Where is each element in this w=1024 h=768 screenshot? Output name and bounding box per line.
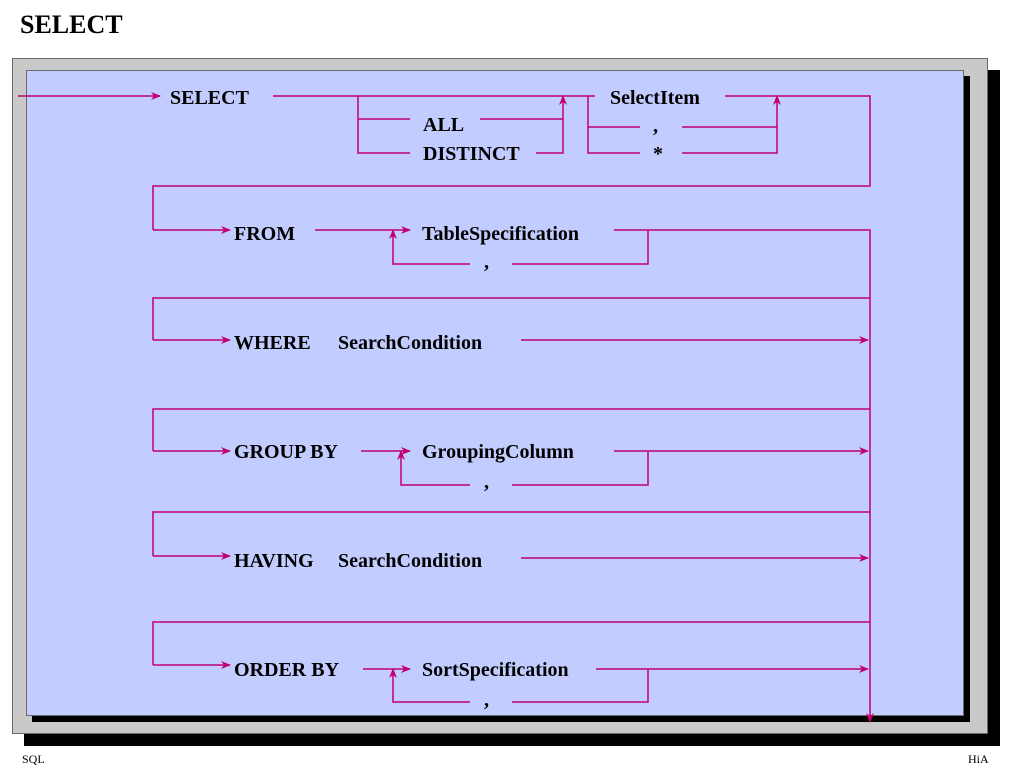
from-loop (512, 230, 649, 265)
from-loop-return (389, 229, 470, 265)
selectitem-out (152, 95, 871, 230)
syntax-panel (26, 70, 964, 716)
select-keyword: SELECT (170, 87, 250, 109)
sort-specification: SortSpecification (422, 659, 569, 681)
where-search-condition: SearchCondition (338, 332, 482, 354)
having-bypass (152, 512, 871, 665)
where-keyword: WHERE (234, 332, 311, 354)
all-branch (357, 96, 410, 154)
orderby-loop (512, 669, 649, 703)
from-out (152, 229, 871, 340)
orderby-comma: , (484, 689, 489, 711)
all-keyword: ALL (423, 114, 464, 136)
orderby-loop-return (389, 668, 470, 703)
distinct-join (536, 95, 567, 154)
star-line (682, 95, 781, 154)
having-search-condition: SearchCondition (338, 550, 482, 572)
groupby-keyword: GROUP BY (234, 441, 338, 463)
orderby-keyword: ORDER BY (234, 659, 340, 681)
groupby-comma: , (484, 471, 489, 493)
footer-right: HiA (968, 752, 989, 766)
groupby-loop-return (397, 450, 470, 486)
page-title: SELECT (20, 10, 123, 39)
select-comma: , (653, 115, 658, 137)
select-item: SelectItem (610, 87, 700, 109)
grouping-column: GroupingColumn (422, 441, 574, 463)
table-specification: TableSpecification (422, 223, 579, 245)
having-keyword: HAVING (234, 550, 314, 572)
selectitem-loop (587, 96, 640, 154)
footer-left: SQL (22, 752, 45, 766)
where-bypass (152, 298, 871, 451)
distinct-keyword: DISTINCT (423, 143, 520, 165)
from-keyword: FROM (234, 223, 295, 245)
groupby-bypass (152, 409, 871, 556)
select-star: * (653, 143, 663, 165)
groupby-loop (512, 451, 649, 486)
from-comma: , (484, 251, 489, 273)
